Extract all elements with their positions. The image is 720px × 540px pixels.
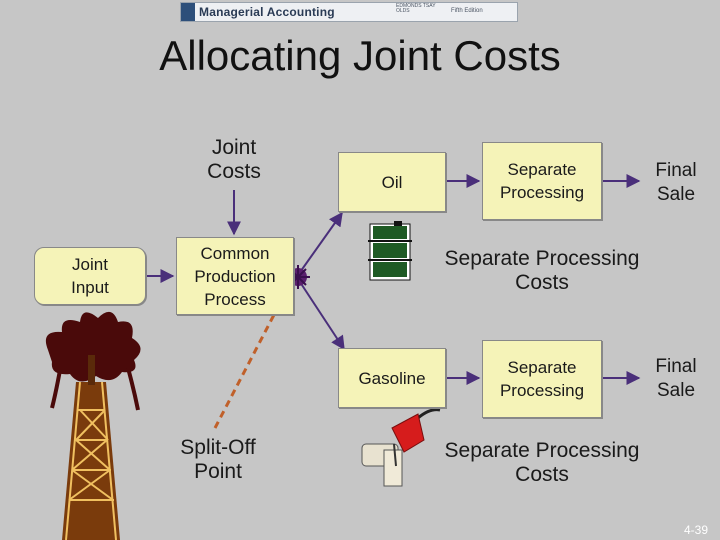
oil-box: Oil (338, 152, 446, 212)
separate-costs-label-1: Separate Processing Costs (442, 247, 642, 295)
gas-pump-icon (362, 410, 440, 486)
common-process-label: Common Production Process (185, 242, 285, 311)
joint-input-box: Joint Input (34, 247, 146, 305)
joint-costs-label: Joint Costs (194, 136, 274, 184)
gasoline-box: Gasoline (338, 348, 446, 408)
separate-processing-box-2: Separate Processing (482, 340, 602, 418)
final-sale-label-1: Final Sale (646, 159, 706, 207)
separate-processing-box-1: Separate Processing (482, 142, 602, 220)
arrow-process-to-oil (298, 213, 342, 275)
split-off-label: Split-Off Point (166, 436, 270, 484)
oil-label: Oil (382, 171, 403, 194)
oil-barrel-icon (368, 221, 412, 280)
separate-processing-label-2: Separate Processing (492, 356, 592, 402)
page-number: 4-39 (684, 523, 708, 537)
arrow-process-to-gasoline (298, 279, 344, 349)
final-sale-label-2: Final Sale (646, 355, 706, 403)
separate-processing-label-1: Separate Processing (492, 158, 592, 204)
oil-well-icon (46, 312, 141, 540)
separate-costs-label-2: Separate Processing Costs (442, 439, 642, 487)
gasoline-label: Gasoline (358, 367, 425, 390)
common-process-box: Common Production Process (176, 237, 294, 315)
joint-input-label: Joint Input (55, 253, 125, 299)
